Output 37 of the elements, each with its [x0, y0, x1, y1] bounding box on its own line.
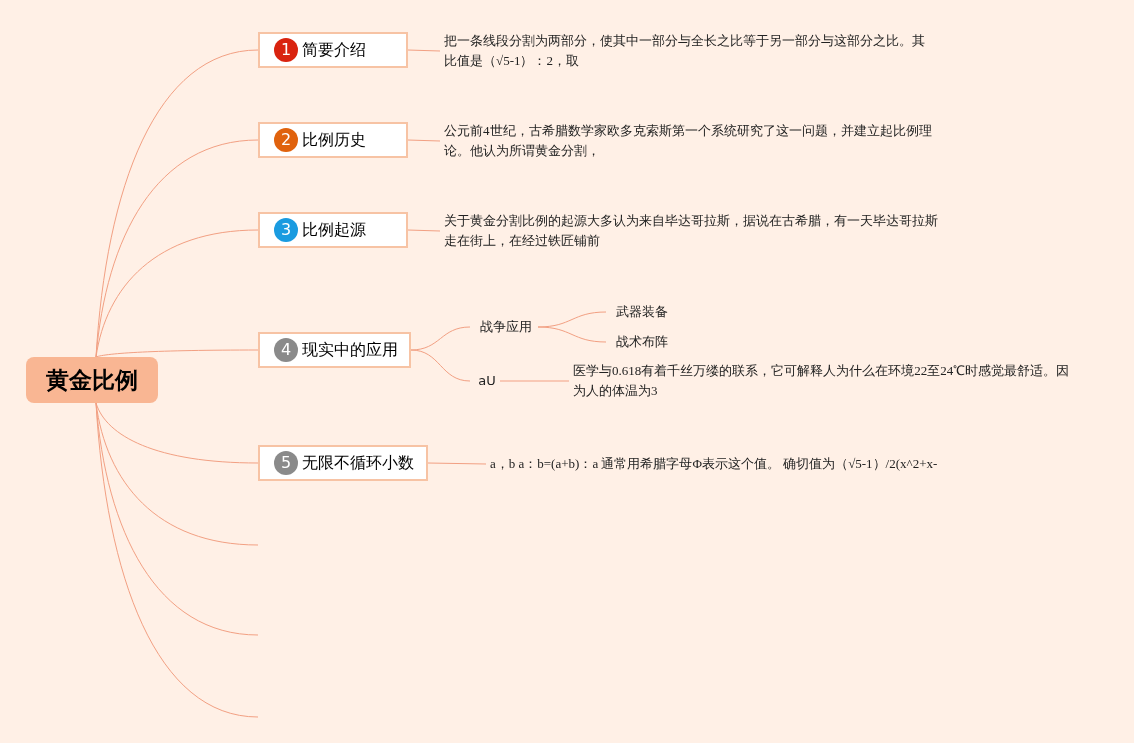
branch-line [95, 402, 259, 464]
branch-line [95, 402, 259, 718]
branch-line [95, 229, 259, 358]
subtopic-text: aU [474, 371, 500, 391]
branch-line [427, 462, 487, 465]
number-badge: 3 [274, 218, 298, 242]
topic-label: 无限不循环小数 [302, 452, 414, 474]
subtopic-text: 战术布阵 [610, 332, 674, 352]
branch-line [407, 229, 441, 232]
branch-line [499, 380, 570, 382]
branch-line [410, 349, 471, 382]
note-text: 公元前4世纪，古希腊数学家欧多克索斯第一个系统研究了这一问题，并建立起比例理论。他认为所谓黄金分割， [444, 121, 949, 161]
note-text: a，b a：b=(a+b)：a 通常用希腊字母Φ表示这个值。 确切值为（√5-1）/2(x^2+x- [490, 454, 990, 474]
number-badge: 4 [274, 338, 298, 362]
number-badge: 5 [274, 451, 298, 475]
central-topic: 黄金比例 [26, 357, 158, 403]
branch-line [407, 49, 441, 52]
topic-label: 现实中的应用 [302, 339, 398, 361]
branch-line [95, 139, 259, 358]
topic-box [258, 212, 408, 248]
topic-label: 比例起源 [302, 219, 366, 241]
number-badge: 2 [274, 128, 298, 152]
topic-label: 简要介绍 [302, 39, 366, 61]
topic-label: 比例历史 [302, 129, 366, 151]
subtopic-text: 武器装备 [610, 302, 674, 322]
note-text: 关于黄金分割比例的起源大多认为来自毕达哥拉斯，据说在古希腊，有一天毕达哥拉斯走在街上，在经过铁匠铺前 [444, 211, 944, 251]
branch-line [407, 139, 441, 142]
topic-box [258, 332, 411, 368]
branch-line [537, 326, 607, 343]
branch-line [95, 349, 259, 358]
topic-box [258, 32, 408, 68]
topic-box [258, 445, 428, 481]
number-badge: 1 [274, 38, 298, 62]
topic-box [258, 122, 408, 158]
note-text: 医学与0.618有着千丝万缕的联系，它可解释人为什么在环境22至24℃时感觉最舒适。因为人的体温为3 [573, 361, 1078, 401]
note-text: 把一条线段分割为两部分，使其中一部分与全长之比等于另一部分与这部分之比。其比值是（√5-1）：2，取 [444, 31, 934, 71]
subtopic-text: 战争应用 [474, 317, 538, 337]
